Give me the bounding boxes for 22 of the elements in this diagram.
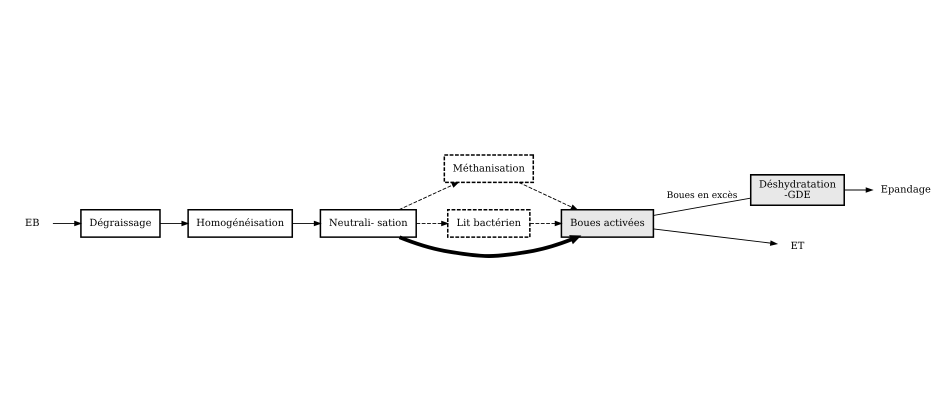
- arrow: [398, 235, 582, 258]
- edge-label: Boues en excès: [666, 191, 738, 202]
- node-box: Homogénéisation: [187, 209, 294, 238]
- node-text: ET: [790, 240, 804, 252]
- node-box: Boues activées: [560, 209, 654, 238]
- arrow: [160, 220, 190, 226]
- node-box: Dégraissage: [80, 209, 161, 238]
- arrow: [398, 182, 460, 210]
- arrow: [844, 187, 874, 193]
- arrow: [52, 220, 82, 226]
- node-text: Epandage: [880, 184, 931, 196]
- arrow: [530, 220, 563, 226]
- node-box: Lit bactérien: [447, 209, 531, 238]
- arrow: [653, 228, 778, 246]
- arrow: [518, 182, 579, 210]
- arrow: [292, 220, 322, 226]
- arrow: [416, 220, 450, 226]
- node-text: EB: [25, 218, 40, 230]
- connector: [653, 198, 751, 216]
- node-box: Déshydratation -GDE: [750, 174, 845, 206]
- node-box: Méthanisation: [444, 154, 534, 184]
- node-box: Neutrali- sation: [320, 209, 417, 238]
